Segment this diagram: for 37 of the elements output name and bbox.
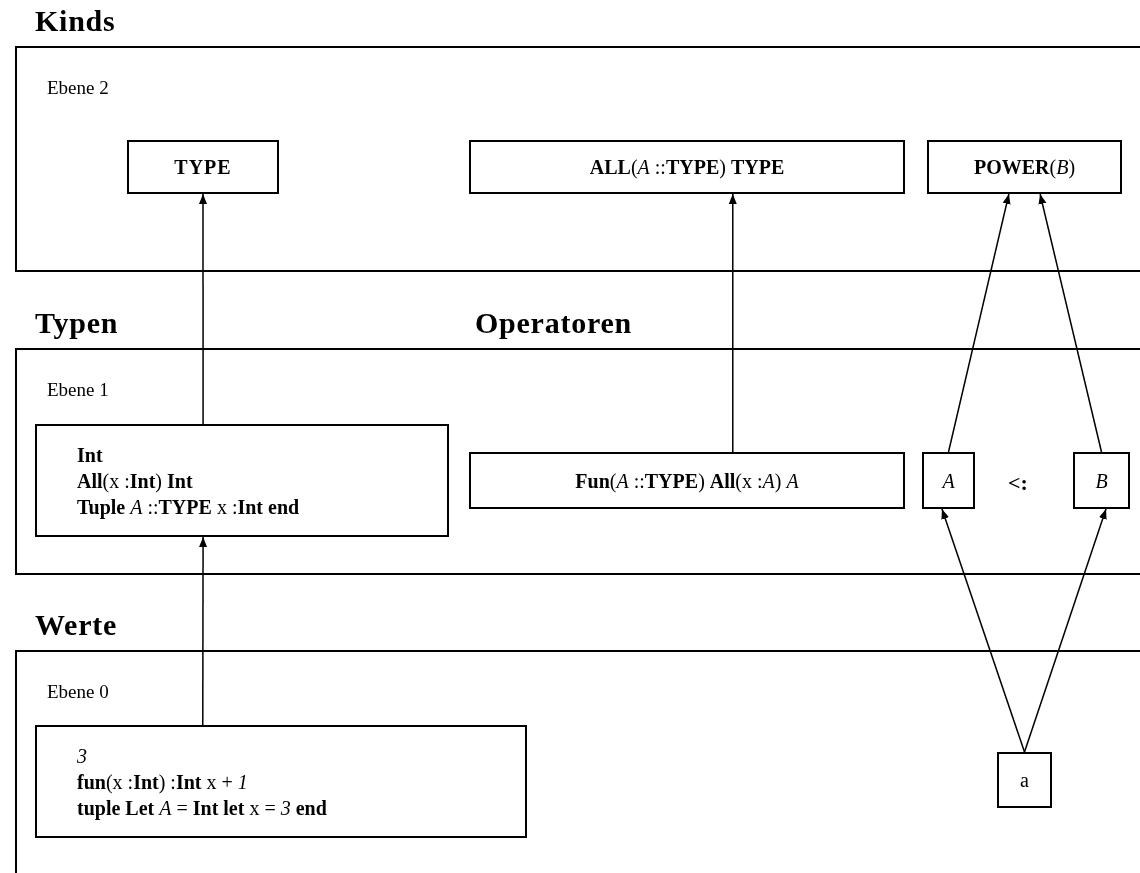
arrow bbox=[947, 193, 1011, 453]
expression-text: 3 bbox=[77, 743, 88, 769]
term-box bbox=[127, 140, 279, 194]
term-text: ALL(A ::TYPE) TYPE bbox=[589, 155, 785, 181]
arrow bbox=[1023, 508, 1107, 753]
section-heading: Operatoren bbox=[475, 308, 632, 338]
level-label: Ebene 2 bbox=[47, 76, 109, 100]
arrow bbox=[728, 193, 737, 453]
arrow bbox=[199, 193, 207, 425]
arrow bbox=[1038, 193, 1103, 453]
term-text: B bbox=[1095, 468, 1108, 494]
expression-text: Int bbox=[77, 442, 104, 468]
expression-text: tuple Let A = Int let x = 3 end bbox=[77, 795, 328, 821]
subtype-symbol: <: bbox=[1008, 469, 1028, 497]
expression-text: fun(x :Int) :Int x + 1 bbox=[77, 769, 249, 795]
term-box bbox=[997, 752, 1052, 808]
term-box bbox=[927, 140, 1122, 194]
expression-box bbox=[35, 725, 527, 838]
level-label: Ebene 0 bbox=[47, 680, 109, 704]
term-text: A bbox=[942, 468, 955, 494]
section-heading: Kinds bbox=[35, 6, 116, 36]
expression-text: All(x :Int) Int bbox=[77, 468, 194, 494]
expression-text: Tuple A ::TYPE x :Int end bbox=[77, 494, 301, 520]
arrow bbox=[199, 536, 208, 726]
term-box bbox=[1073, 452, 1130, 509]
term-box bbox=[922, 452, 975, 509]
level-label: Ebene 1 bbox=[47, 378, 109, 402]
term-box bbox=[469, 452, 905, 509]
section-heading: Werte bbox=[35, 610, 118, 640]
term-text: POWER(B) bbox=[973, 155, 1076, 181]
arrow bbox=[941, 508, 1026, 753]
expression-box bbox=[35, 424, 449, 537]
term-box bbox=[469, 140, 905, 194]
term-text: Fun(A ::TYPE) All(x :A) A bbox=[575, 468, 799, 495]
term-text: a bbox=[1020, 768, 1029, 793]
term-text: TYPE bbox=[174, 155, 232, 180]
section-heading: Typen bbox=[35, 308, 119, 338]
